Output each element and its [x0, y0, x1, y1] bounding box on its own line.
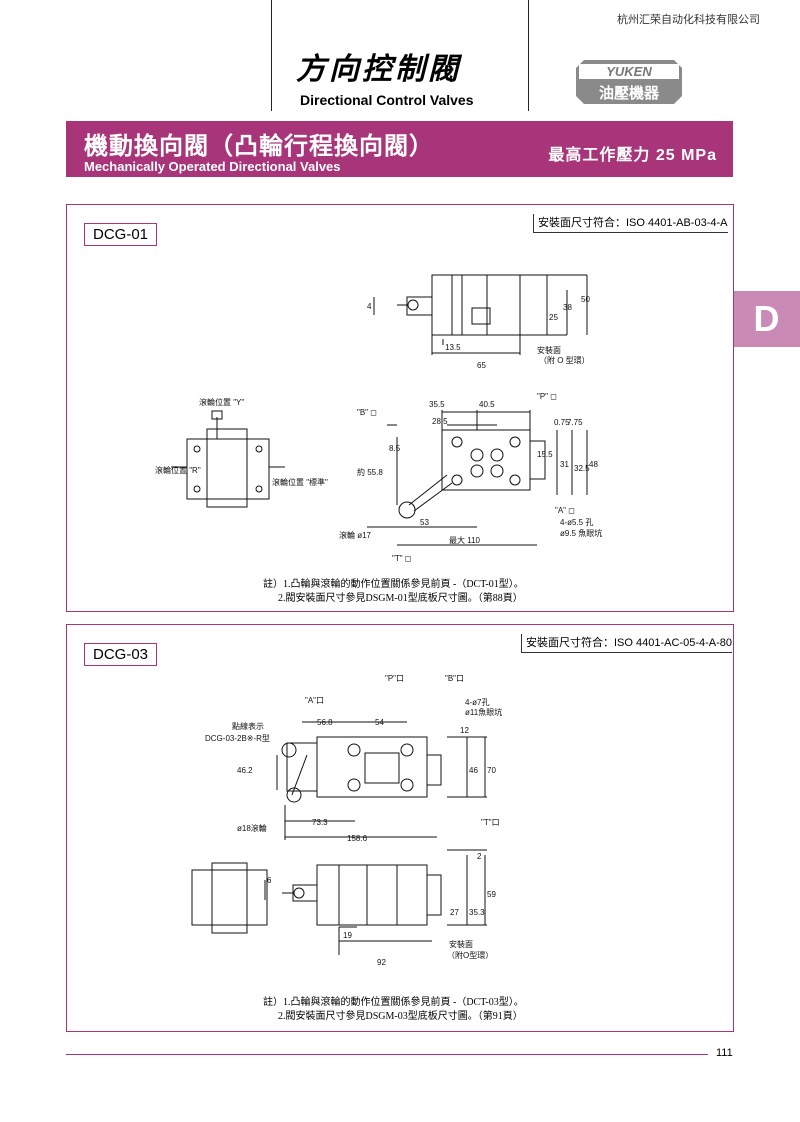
yuken-logo: YUKEN 油壓機器 — [576, 60, 682, 104]
dcg03-notes: 註）1.凸輪與滾輪的動作位置關係參見前頁 -（DCT-03型）。 2.閥安裝面尺… — [263, 997, 524, 1022]
footer-rule — [66, 1054, 708, 1055]
banner-title: 機動換向閥（凸輪行程換向閥） — [84, 133, 434, 160]
roller-pos-r: 滾輪位置 "R" — [155, 465, 201, 475]
max-pressure: 最高工作壓力 25 MPa — [548, 147, 717, 164]
dim-158-6: 158.6 — [347, 834, 368, 843]
model-label: DCG-03 — [84, 643, 158, 666]
svg-text:YUKEN: YUKEN — [606, 64, 652, 79]
dim-53: 53 — [420, 518, 429, 527]
dim-31: 31 — [560, 460, 569, 469]
iso-standard: 安裝面尺寸符合：ISO 4401-AC-05-4-A-80 — [521, 634, 732, 653]
port-a: "A" ◻ — [555, 506, 575, 515]
dcg03-drawing: "P"口 "B"口 "A"口 點線表示 DCG-03-2B※-R型 4-ø7孔 … — [191, 674, 502, 967]
dim-6: 6 — [267, 876, 272, 885]
roller-18: ø18滾輪 — [237, 823, 267, 833]
holes-label: 4-ø7孔 — [465, 698, 489, 707]
roller-17: 滾輪 ø17 — [339, 530, 372, 540]
svg-text:油壓機器: 油壓機器 — [599, 84, 660, 102]
port-p: "P"口 — [385, 674, 404, 683]
dim-12: 12 — [460, 726, 469, 735]
page-subtitle: Directional Control Valves — [300, 92, 474, 108]
dim-38: 38 — [563, 303, 572, 312]
model-label: DCG-01 — [84, 223, 158, 246]
page-number: 111 — [716, 1047, 733, 1059]
dim-70: 70 — [487, 766, 496, 775]
dim-13-5: 13.5 — [445, 343, 461, 352]
dim-110: 最大 110 — [449, 535, 481, 545]
iso-standard: 安裝面尺寸符合：ISO 4401-AB-03-4-A — [533, 214, 728, 233]
dim-27: 27 — [450, 908, 459, 917]
cbore-label: ø11魚眼坑 — [465, 707, 502, 717]
header-divider-right — [528, 0, 529, 111]
dim-54: 54 — [375, 718, 384, 727]
dim-46: 46 — [469, 766, 478, 775]
port-b: "B" ◻ — [357, 408, 377, 417]
dim-59: 59 — [487, 890, 496, 899]
mount-face-label: 安裝面 — [537, 345, 561, 355]
cbore-label: ø9.5 魚眼坑 — [560, 528, 602, 538]
dim-2: 2 — [477, 852, 482, 861]
port-a: "A"口 — [305, 696, 324, 705]
dim-50: 50 — [581, 295, 590, 304]
dim-35-5: 35.5 — [429, 400, 445, 409]
dim-46-2: 46.2 — [237, 766, 253, 775]
dim-0-75: 0.75 — [554, 418, 570, 427]
dim-19: 19 — [343, 931, 352, 940]
dcg01-drawing: 4 13.5 65 25 38 50 安裝面 （附 O 型環） 滾輪位置 "Y"… — [155, 274, 602, 563]
dcg01-panel: DCG-01 安裝面尺寸符合：ISO 4401-AB-03-4-A — [66, 204, 734, 612]
oring-label: （附O型環） — [447, 950, 493, 960]
dim-25: 25 — [549, 313, 558, 322]
dim-35-3: 35.3 — [469, 908, 485, 917]
oring-label: （附 O 型環） — [539, 355, 590, 365]
port-p: "P" ◻ — [537, 392, 557, 401]
port-t: "T" ◻ — [392, 554, 411, 563]
dim-40-5: 40.5 — [479, 400, 495, 409]
roller-pos-std: 滾輪位置 "標準" — [272, 477, 328, 487]
dim-65: 65 — [477, 361, 486, 370]
page-title: 方向控制閥 — [296, 53, 461, 86]
dim-32-5: 32.5 — [574, 464, 590, 473]
holes-label: 4-ø5.5 孔 — [560, 518, 593, 527]
dim-8-5: 8.5 — [389, 444, 401, 453]
banner-subtitle: Mechanically Operated Directional Valves — [84, 159, 341, 174]
dim-92: 92 — [377, 958, 386, 967]
dim-7-75: 7.75 — [567, 418, 583, 427]
header-divider-left — [271, 0, 272, 111]
side-tab[interactable]: D — [733, 291, 800, 347]
dim-55-8: 約 55.8 — [357, 467, 383, 477]
dim-4: 4 — [367, 302, 372, 311]
port-b: "B"口 — [445, 674, 464, 683]
dim-56-8: 56.8 — [317, 718, 333, 727]
roller-pos-y: 滾輪位置 "Y" — [199, 397, 244, 407]
dotted-line-label: 點線表示 — [232, 721, 264, 731]
dcg01-notes: 註）1.凸輪與滾輪的動作位置關係參見前頁 -（DCT-01型）。 2.閥安裝面尺… — [263, 579, 524, 604]
dotted-model-label: DCG-03-2B※-R型 — [205, 734, 270, 743]
company-name: 杭州汇荣自动化科技有限公司 — [617, 14, 760, 26]
section-banner: 機動換向閥（凸輪行程換向閥） Mechanically Operated Dir… — [66, 121, 733, 177]
dim-28-5: 28.5 — [432, 417, 448, 426]
dim-73-3: 73.3 — [312, 818, 328, 827]
dcg03-panel: DCG-03 安裝面尺寸符合：ISO 4401-AC-05-4-A-80 — [66, 624, 734, 1032]
dim-15-5: 15.5 — [537, 450, 553, 459]
dim-48: 48 — [589, 460, 598, 469]
mount-face-label: 安裝面 — [449, 939, 473, 949]
port-t: "T"口 — [481, 818, 500, 827]
